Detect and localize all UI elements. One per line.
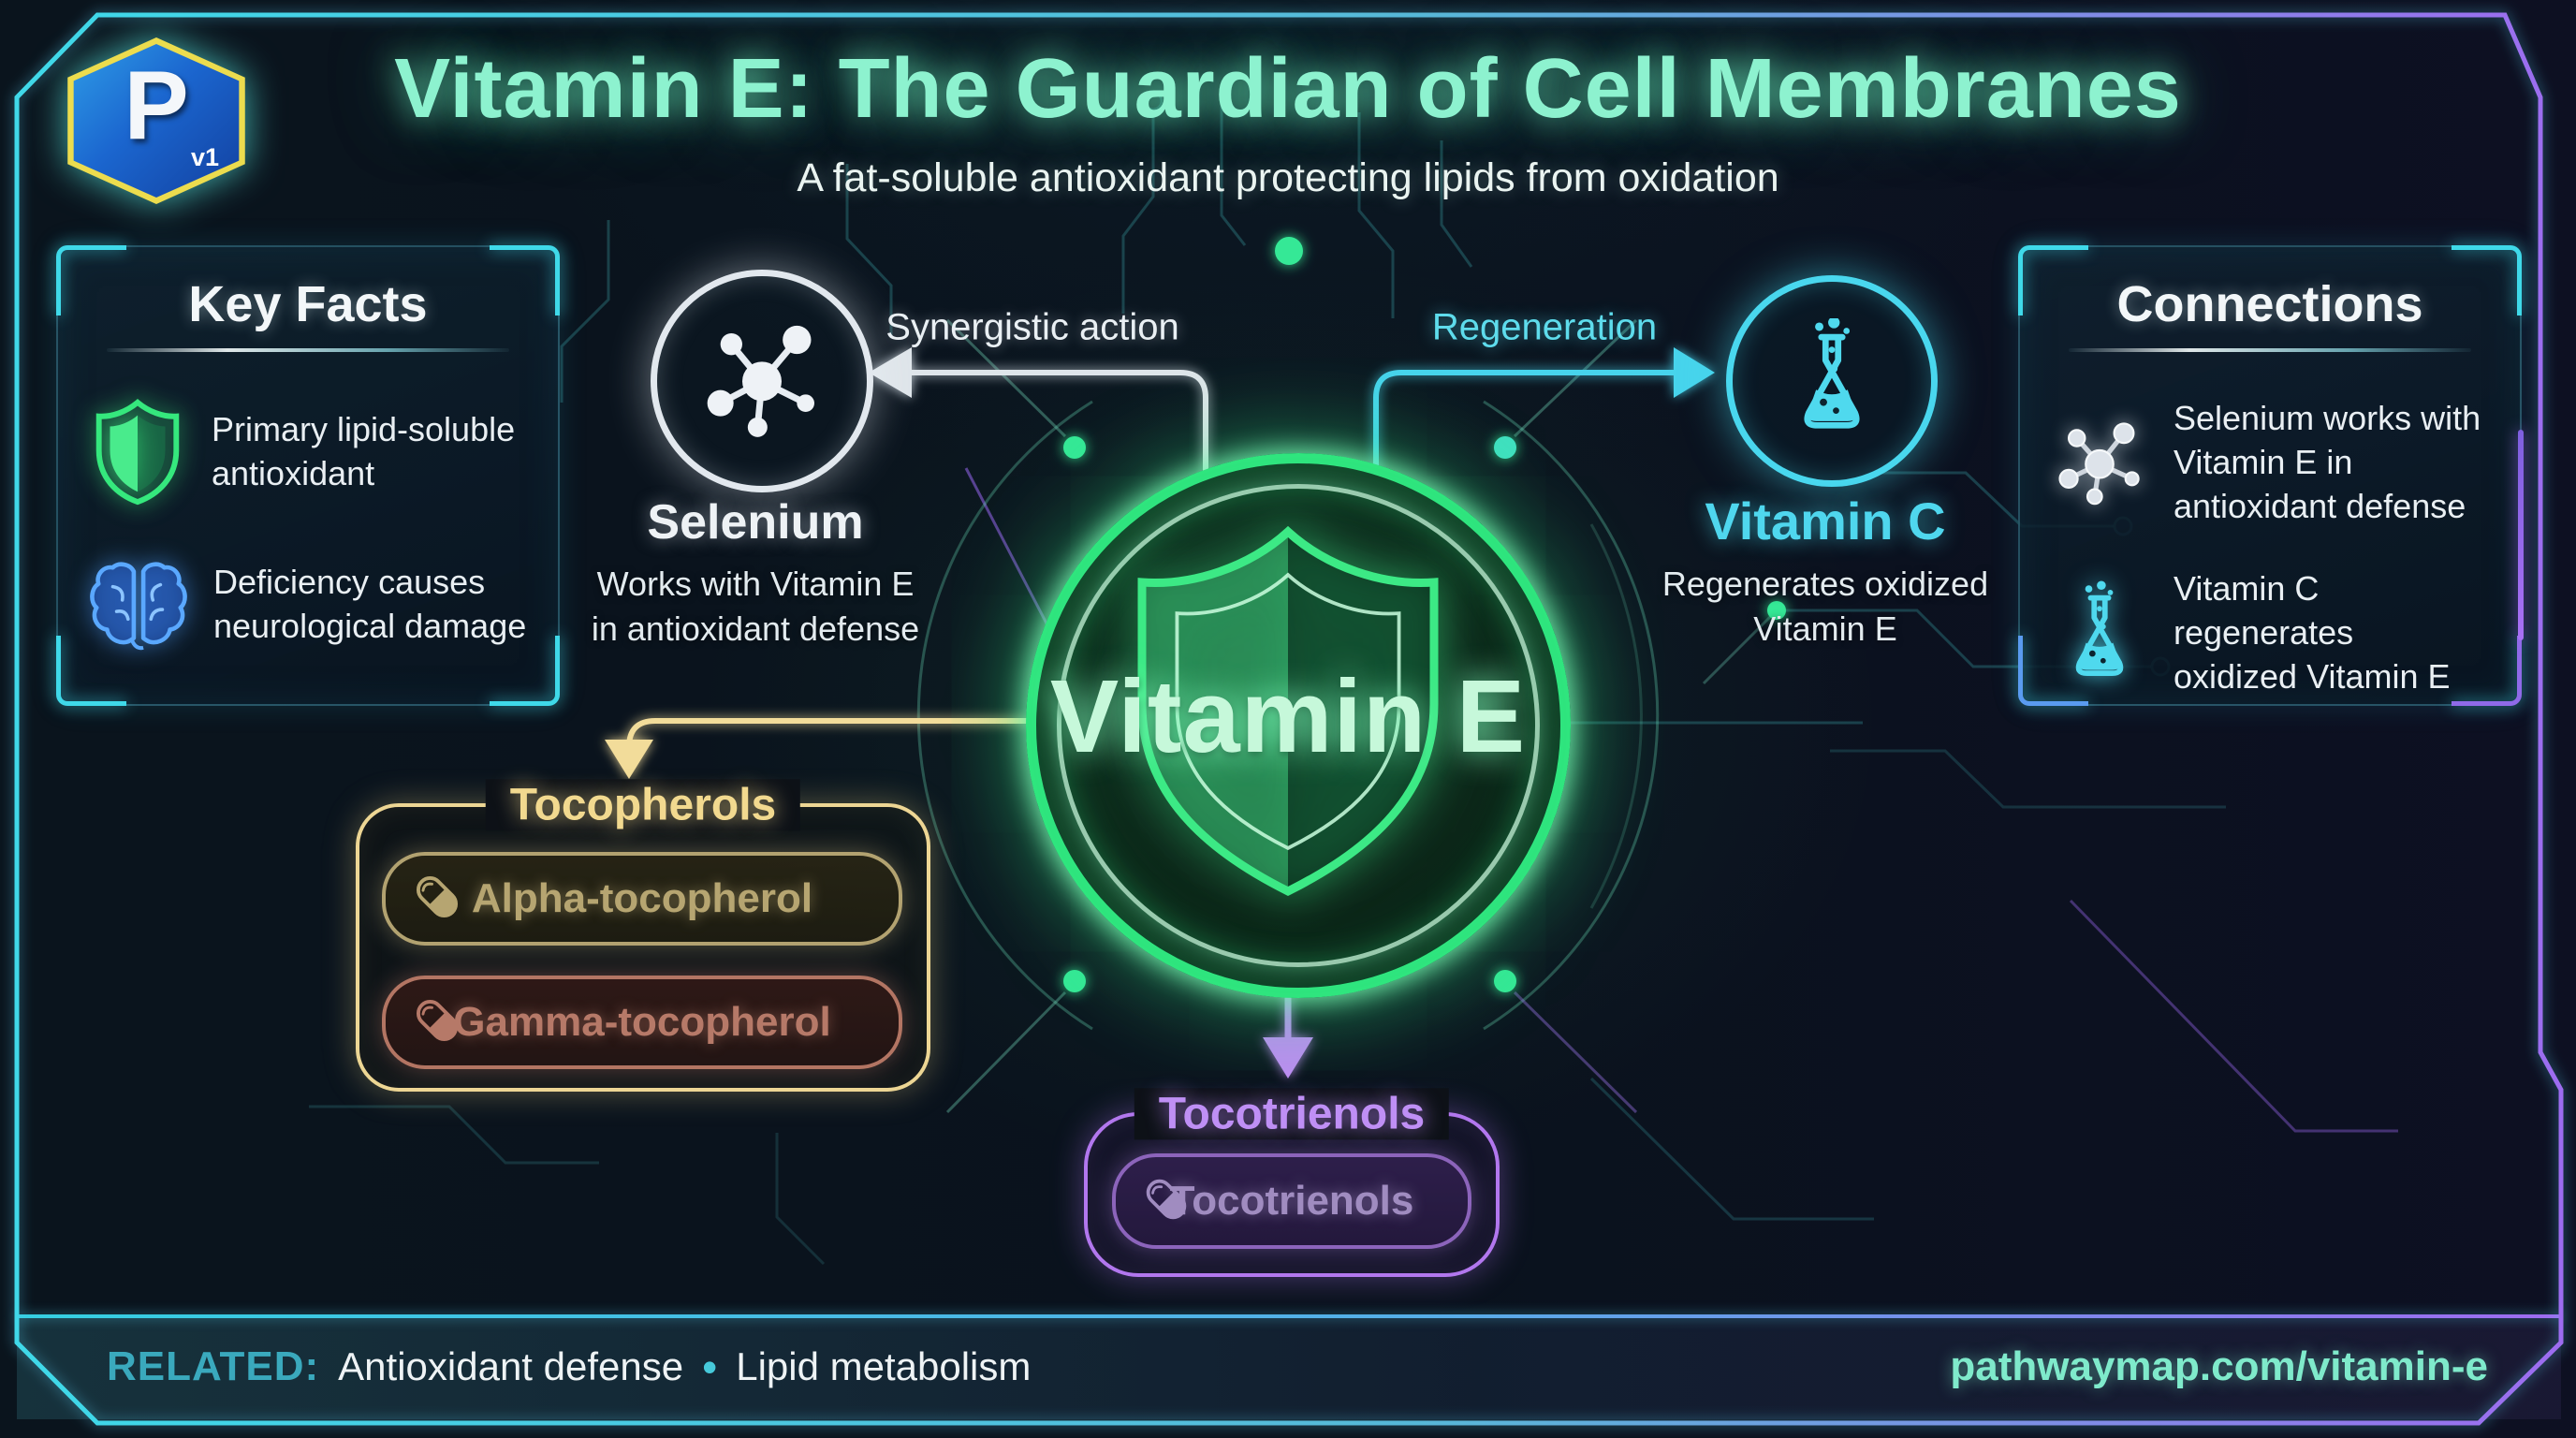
arrow-synergistic: [869, 347, 1208, 473]
key-fact-text: Deficiency causes neurological damage: [213, 563, 527, 645]
key-fact-row: Deficiency causes neurological damage: [58, 552, 558, 657]
selenium-label: Selenium: [647, 495, 864, 550]
connections-panel: Connections Selenium works with Vitamin …: [2018, 245, 2524, 706]
heading-rule: [2069, 348, 2471, 352]
footer-divider: [17, 1314, 2561, 1318]
dot-separator: •: [702, 1343, 718, 1391]
tocotrienols-group: Tocotrienols: [1084, 1088, 1500, 1277]
vitamin-c-label: Vitamin C: [1705, 492, 1946, 550]
logo-letter: P: [124, 51, 189, 160]
footer-bar: RELATED: Antioxidant defense • Lipid met…: [17, 1314, 2561, 1419]
connection-row: Selenium works with Vitamin E in antioxi…: [2020, 397, 2520, 528]
selenium-node: [651, 270, 873, 492]
selenium-description: Works with Vitamin E in antioxidant defe…: [591, 565, 920, 648]
panel-corner-accent: [490, 245, 560, 315]
tocopherols-group-label: Tocopherols: [485, 779, 801, 831]
related-label: RELATED:: [107, 1343, 320, 1389]
flask-icon: [1781, 315, 1882, 445]
panel-corner-accent: [2452, 245, 2522, 315]
key-facts-heading: Key Facts: [188, 276, 428, 332]
arrow-regeneration: [1373, 347, 1715, 476]
panel-corner-accent: [56, 245, 126, 315]
related-topics: RELATED: Antioxidant defense • Lipid met…: [107, 1342, 1031, 1392]
center-stem: [1275, 237, 1303, 473]
website-url: pathwaymap.com/vitamin-e: [1950, 1343, 2488, 1389]
heading-rule: [107, 348, 509, 352]
connection-row: Vitamin C regenerates oxidized Vitamin E: [2020, 567, 2520, 698]
arrow-tocopherols: [605, 718, 1031, 779]
key-fact-text: Primary lipid-soluble antioxidant: [212, 410, 516, 492]
vitamin-c-description: Regenerates oxidized Vitamin E: [1661, 565, 1989, 648]
related-item: Lipid metabolism: [736, 1344, 1032, 1388]
shield-icon: [86, 397, 189, 507]
vitamin-e-label: Vitamin E: [1049, 659, 1527, 774]
page-subtitle: A fat-soluble antioxidant protecting lip…: [797, 155, 1779, 200]
vitamin-c-node: [1726, 275, 1938, 487]
brand-logo: P v1: [60, 37, 253, 204]
related-item: Antioxidant defense: [338, 1344, 684, 1388]
molecule-icon: [696, 314, 827, 449]
connection-text: Selenium works with Vitamin E in antioxi…: [2174, 399, 2481, 525]
arrow-tocotrienols: [1263, 981, 1313, 1078]
regeneration-label: Regeneration: [1431, 306, 1658, 348]
panel-corner-accent: [2452, 636, 2522, 706]
panel-side-accent: [2518, 430, 2524, 640]
connections-heading: Connections: [2116, 276, 2423, 332]
panel-corner-accent: [2018, 245, 2088, 315]
flask-icon: [2048, 580, 2151, 688]
logo-version: v1: [190, 143, 219, 171]
synergistic-action-label: Synergistic action: [886, 306, 1179, 348]
page-title: Vitamin E: The Guardian of Cell Membrane…: [394, 42, 2182, 136]
tocotrienols-group-label: Tocotrienols: [1134, 1088, 1450, 1140]
brain-icon: [86, 552, 191, 657]
molecule-icon: [2048, 414, 2151, 511]
tocopherols-group: Tocopherols: [356, 779, 930, 1092]
connection-text: Vitamin C regenerates oxidized Vitamin E: [2174, 569, 2451, 696]
key-facts-panel: Key Facts Primary lipid-soluble antioxid…: [56, 245, 560, 706]
key-fact-row: Primary lipid-soluble antioxidant: [58, 397, 558, 507]
